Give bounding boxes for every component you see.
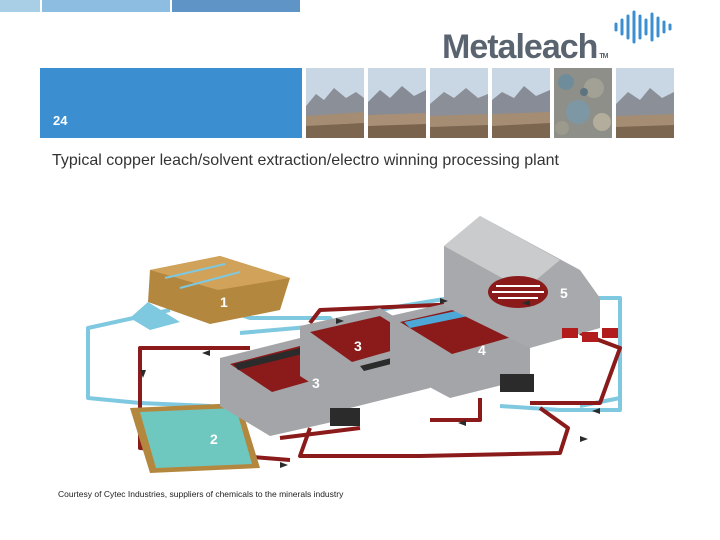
label-electrowinning: 5 — [560, 285, 568, 301]
landscape-photo — [616, 68, 674, 138]
landscape-photo — [492, 68, 550, 138]
logo-name: Metaleach — [442, 28, 598, 66]
logo-trademark: TM — [599, 53, 608, 60]
label-pond: 2 — [210, 431, 218, 447]
header-banner: 24 — [40, 68, 302, 138]
slide-title: Typical copper leach/solvent extraction/… — [52, 152, 559, 169]
rock-photo — [554, 68, 612, 138]
landscape-photo — [430, 68, 488, 138]
image-caption: Courtesy of Cytec Industries, suppliers … — [58, 489, 344, 499]
accent-segment — [172, 0, 300, 12]
label-sx-tank-1: 3 — [312, 375, 320, 391]
flow-arrows — [140, 298, 600, 468]
landscape-photo — [368, 68, 426, 138]
accent-segment — [0, 0, 40, 12]
accent-segment — [42, 0, 170, 12]
process-plant-diagram: 1 2 3 3 4 5 — [60, 198, 680, 498]
heap-leach-pad — [130, 256, 290, 330]
slide-number: 24 — [53, 113, 68, 128]
pls-pond — [130, 403, 260, 473]
electrowinning-building — [444, 216, 618, 348]
logo-mark-icon — [614, 10, 672, 44]
label-heap-leach: 1 — [220, 294, 228, 310]
label-sx-tank-3: 4 — [478, 342, 486, 358]
landscape-photo — [306, 68, 364, 138]
label-sx-tank-2: 3 — [354, 338, 362, 354]
